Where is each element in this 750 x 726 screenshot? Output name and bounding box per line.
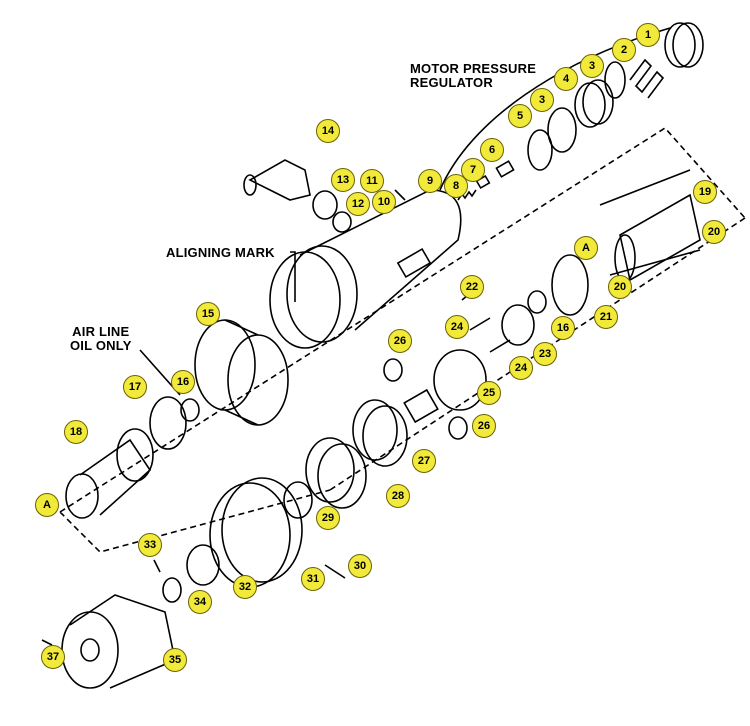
callout-37: 37 bbox=[41, 645, 65, 669]
callout-8: 8 bbox=[444, 174, 468, 198]
air-line-oil-only-label: AIR LINE OIL ONLY bbox=[70, 324, 132, 353]
callout-27: 27 bbox=[412, 449, 436, 473]
part-16-bearing-left bbox=[180, 398, 200, 422]
part-35-head bbox=[61, 594, 176, 689]
callout-a-left: A bbox=[35, 493, 59, 517]
callout-19: 19 bbox=[693, 180, 717, 204]
part-10-screw bbox=[394, 189, 406, 201]
part-1-cap bbox=[664, 22, 704, 68]
motor-pressure-regulator-label: MOTOR PRESSURE REGULATOR bbox=[410, 61, 537, 90]
callout-3-lower: 3 bbox=[530, 88, 554, 112]
part-3-oring-lower bbox=[547, 107, 577, 153]
part-4-nut bbox=[574, 79, 614, 128]
assembly-dashed-outline bbox=[59, 126, 746, 553]
part-33-pin bbox=[153, 559, 161, 573]
callout-9: 9 bbox=[418, 169, 442, 193]
part-17-plate bbox=[149, 396, 187, 450]
part-18-cylinder bbox=[65, 428, 154, 519]
callout-10: 10 bbox=[372, 190, 396, 214]
callout-13: 13 bbox=[331, 168, 355, 192]
part-34-washer bbox=[162, 577, 182, 603]
part-16-bearing bbox=[527, 290, 547, 314]
part-6-valve bbox=[495, 160, 515, 178]
callout-23: 23 bbox=[533, 342, 557, 366]
callout-3: 3 bbox=[580, 54, 604, 78]
part-27-ring-gear bbox=[352, 399, 408, 467]
callout-12: 12 bbox=[346, 192, 370, 216]
part-29-oring bbox=[283, 481, 313, 519]
callout-33: 33 bbox=[138, 533, 162, 557]
part-28-ring bbox=[305, 437, 367, 509]
callout-31: 31 bbox=[301, 567, 325, 591]
part-19-rotor bbox=[614, 193, 701, 282]
callout-21: 21 bbox=[594, 305, 618, 329]
callout-5: 5 bbox=[508, 104, 532, 128]
part-20-vane bbox=[599, 169, 701, 276]
callout-34: 34 bbox=[188, 590, 212, 614]
part-13-nut bbox=[312, 190, 338, 220]
callout-17: 17 bbox=[123, 375, 147, 399]
callout-24: 24 bbox=[445, 315, 469, 339]
callout-30: 30 bbox=[348, 554, 372, 578]
part-37-pin bbox=[41, 639, 53, 646]
callout-1: 1 bbox=[636, 23, 660, 47]
callout-22: 22 bbox=[460, 275, 484, 299]
part-31-clamp-nut bbox=[209, 477, 303, 588]
callout-35: 35 bbox=[163, 648, 187, 672]
part-26-gear bbox=[383, 358, 403, 382]
part-25-spindle bbox=[403, 349, 487, 424]
callout-15: 15 bbox=[196, 302, 220, 326]
part-3-oring bbox=[604, 61, 626, 99]
callout-29: 29 bbox=[316, 506, 340, 530]
callout-11: 11 bbox=[360, 169, 384, 193]
part-26-gear-lower bbox=[448, 416, 468, 440]
part-30-screw bbox=[324, 564, 346, 579]
callout-4: 4 bbox=[554, 67, 578, 91]
part-12-nut bbox=[332, 211, 352, 233]
callout-20-lower: 20 bbox=[608, 275, 632, 299]
callout-32: 32 bbox=[233, 575, 257, 599]
callout-14: 14 bbox=[316, 119, 340, 143]
aligning-mark-label: ALIGNING MARK bbox=[166, 245, 275, 260]
part-32-bearing bbox=[186, 544, 220, 586]
part-5-diaphragm bbox=[527, 129, 553, 171]
callout-18: 18 bbox=[64, 420, 88, 444]
part-9-housing bbox=[269, 189, 462, 349]
callout-2: 2 bbox=[612, 38, 636, 62]
part-14-elbow bbox=[243, 159, 311, 201]
leader-aligning-mark bbox=[290, 251, 296, 302]
callout-a-right: A bbox=[574, 236, 598, 260]
callout-20: 20 bbox=[702, 220, 726, 244]
callout-26: 26 bbox=[388, 329, 412, 353]
callout-24-lower: 24 bbox=[509, 356, 533, 380]
callout-16-right: 16 bbox=[551, 316, 575, 340]
part-2-spring bbox=[629, 58, 665, 99]
callout-6: 6 bbox=[480, 138, 504, 162]
callout-26-lower: 26 bbox=[472, 414, 496, 438]
part-21-end-plate bbox=[551, 254, 589, 316]
callout-16: 16 bbox=[171, 370, 195, 394]
part-15-ring bbox=[194, 319, 289, 426]
callout-28: 28 bbox=[386, 484, 410, 508]
callout-25: 25 bbox=[477, 381, 501, 405]
part-24-pin bbox=[469, 317, 511, 353]
part-23-bearing bbox=[501, 304, 535, 346]
